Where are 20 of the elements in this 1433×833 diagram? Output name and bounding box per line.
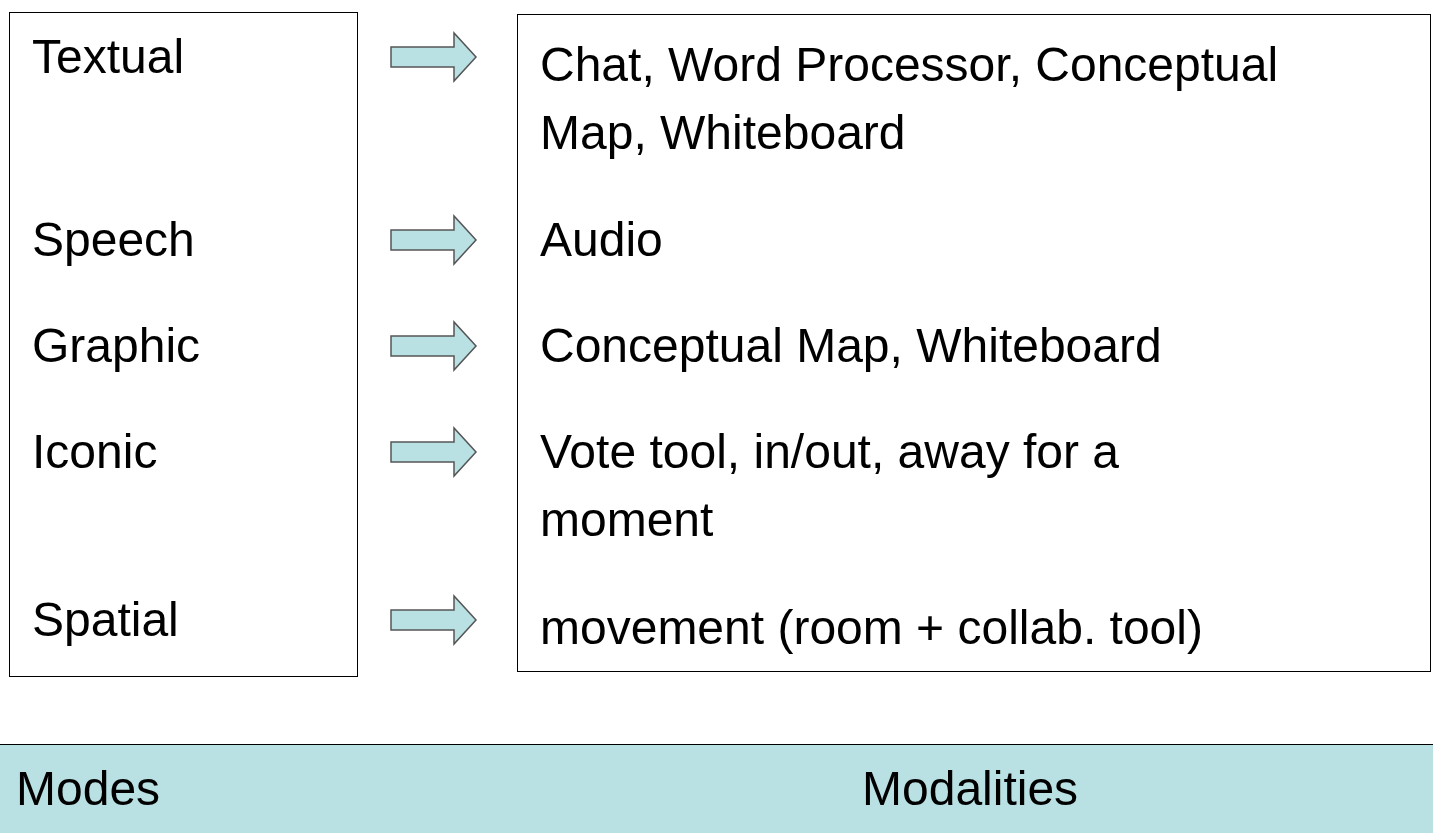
- modality-label: Chat, Word Processor, Conceptual Map, Whiteboard: [540, 37, 1280, 161]
- block-arrow: [390, 214, 477, 266]
- mode-label: Textual: [32, 29, 186, 85]
- list-box: [9, 12, 358, 677]
- block-arrow: [390, 426, 477, 478]
- block-arrow: [390, 31, 477, 83]
- column-label: Modes: [16, 761, 162, 817]
- block-arrow: [390, 594, 477, 646]
- modality-label: Conceptual Map, Whiteboard: [540, 318, 1163, 374]
- mode-label: Graphic: [32, 318, 202, 374]
- header-band: [0, 744, 1433, 833]
- modality-label: Audio: [540, 212, 664, 268]
- block-arrow: [390, 320, 477, 372]
- mode-label: Iconic: [32, 424, 159, 480]
- column-label: Modalities: [862, 761, 1080, 817]
- modality-label: movement (room + collab. tool): [540, 600, 1204, 656]
- mode-label: Spatial: [32, 592, 180, 648]
- modality-label: Vote tool, in/out, away for a moment: [540, 424, 1121, 548]
- list-box: [517, 14, 1431, 672]
- mode-label: Speech: [32, 212, 196, 268]
